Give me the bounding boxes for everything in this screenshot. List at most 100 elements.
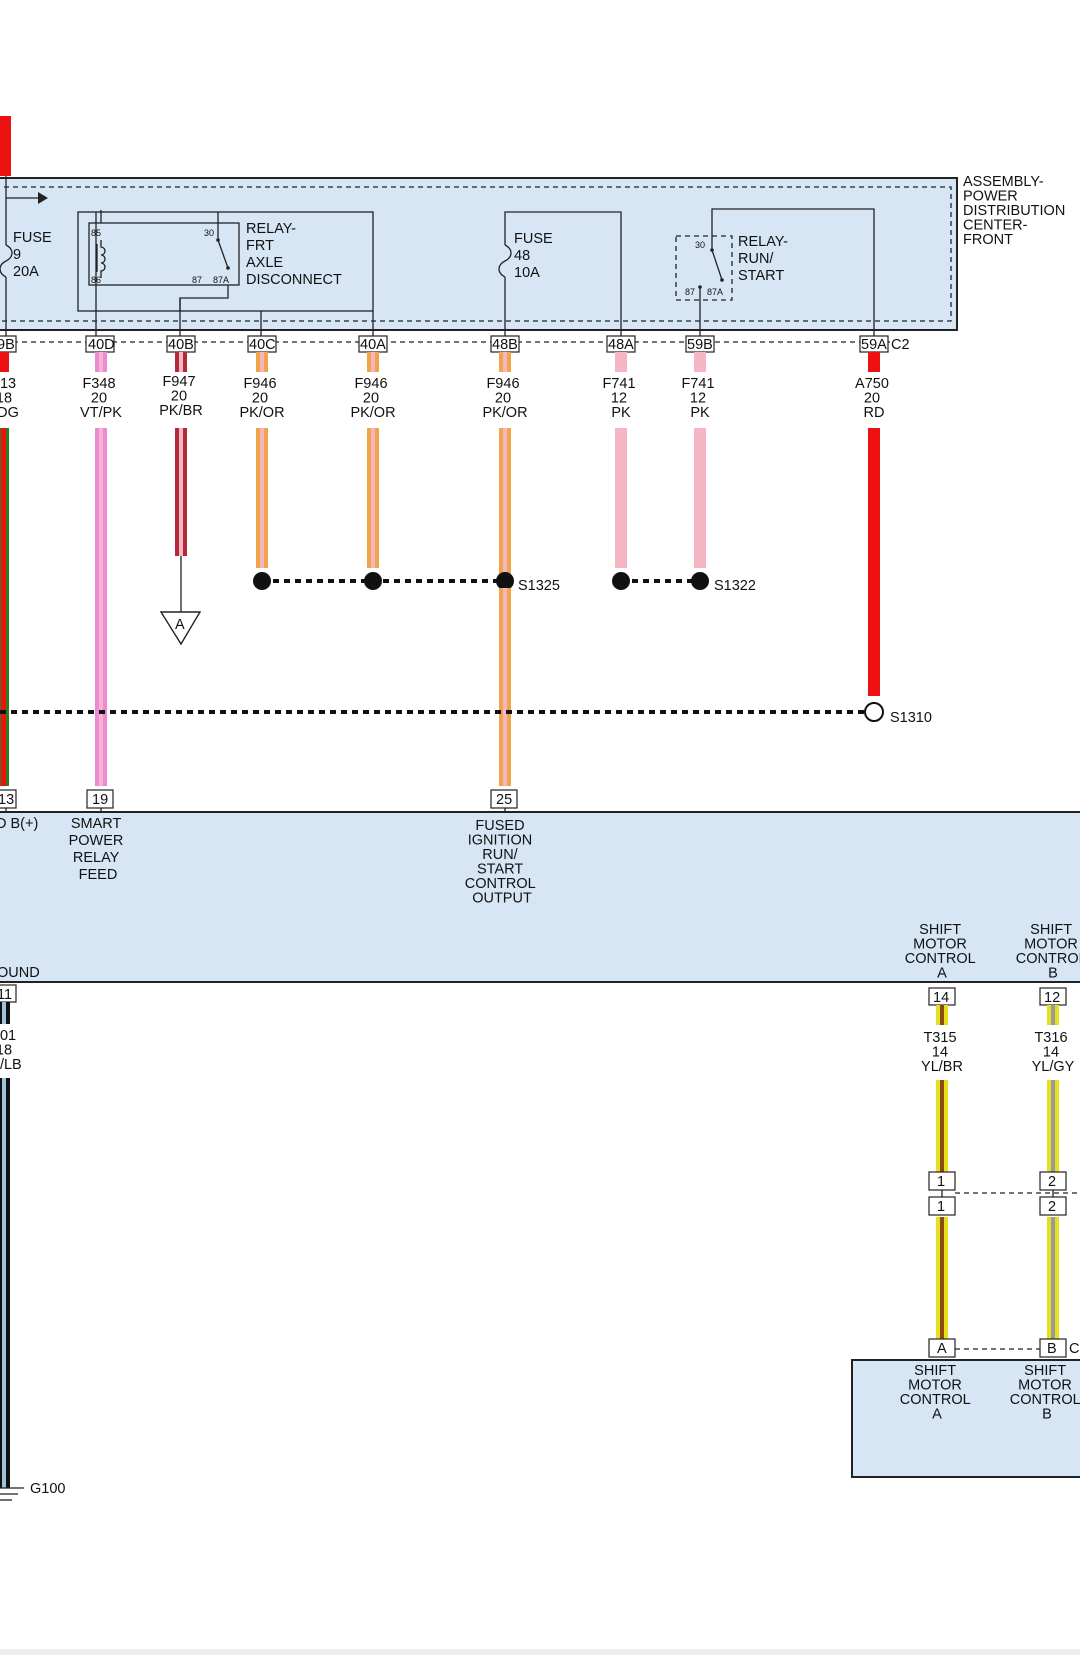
wire-t315-label: T315 14 YL/BR	[921, 1030, 963, 1075]
pin-48a: 48A	[608, 337, 634, 353]
wire-48a-label: F741 12 PK	[602, 376, 639, 421]
wire-ground-label: 901 18 K/LB	[0, 1028, 22, 1073]
pin-48b: 48B	[492, 337, 518, 353]
feed-bus-red	[0, 116, 11, 176]
fuse-48: FUSE 48 10A	[498, 211, 622, 338]
pin-40d: 40D	[88, 337, 115, 353]
splice-node-48a	[612, 572, 630, 590]
shift-motor-body	[851, 1359, 1080, 1478]
pin-9b: 9B	[0, 337, 15, 353]
wire-59b	[694, 428, 706, 568]
relay-frt-axle-disconnect: 85 86 30 87 87A RELAY- FRT AXLE DISCONNE…	[77, 210, 374, 338]
offpage-connector-a-icon	[159, 611, 202, 646]
relay-run-label: RELAY- RUN/ START	[738, 234, 792, 284]
inline-connector: 1 1 2 2	[928, 1171, 1080, 1216]
relay-run-switch-arm	[711, 249, 723, 281]
module-pin-25: 25	[496, 792, 512, 808]
relay-axle-label: RELAY- FRT AXLE DISCONNECT	[246, 221, 342, 288]
pdc-name-text: ASSEMBLY- POWER DISTRIBUTION CENTER- FRO…	[963, 174, 1069, 248]
module-pin-14: 14	[933, 990, 949, 1006]
relay-run-case	[675, 235, 733, 301]
splice-s1325-label: S1325	[518, 578, 560, 594]
inline-pin-a-lower: 1	[937, 1199, 945, 1215]
control-module: 13 19 25 D B(+) SMART POWER RELAY FEED F…	[0, 789, 1080, 1006]
wire-59a	[868, 428, 880, 696]
splice-node-59a	[864, 702, 884, 722]
inline-pin-b-lower: 2	[1048, 1199, 1056, 1215]
wire-59b-label: F741 12 PK	[681, 376, 718, 421]
wire-48a-top	[615, 352, 627, 372]
wires: 913 18 /DG F348 20 VT/PK F947 20 PK/BR F…	[0, 352, 932, 786]
pin-59b: 59B	[687, 337, 713, 353]
wire-59b-top	[694, 352, 706, 372]
pdc-inner-outline	[0, 186, 952, 322]
module-pin-12: 12	[1044, 990, 1060, 1006]
module-b-plus-label: D B(+)	[0, 816, 38, 832]
relay-run-start: 30 87 87A RELAY- RUN/ START	[675, 208, 875, 338]
relay-axle-pin-87: 87	[192, 275, 202, 285]
wire-40d-label: F348 20 VT/PK	[80, 376, 122, 421]
pdc-pins: 9B 40D 40B 40C 40A 48B 48A 59B 59A	[0, 335, 889, 353]
bottom-scroll-edge	[0, 1649, 1080, 1655]
ground-g100-icon	[0, 1487, 24, 1501]
wire-9b-top	[0, 352, 9, 372]
module-ground-label: OUND	[0, 965, 40, 981]
fuse-9: FUSE 9 20A	[0, 198, 56, 338]
splice-s1310-label: S1310	[890, 710, 932, 726]
motor-shift-a-label: SHIFT MOTOR CONTROL A	[900, 1363, 974, 1423]
arrow-head-icon	[38, 192, 48, 204]
relay-axle-switch-arm	[217, 239, 229, 269]
relay-axle-pin-87a: 87A	[213, 275, 229, 285]
module-shift-b-label: SHIFT MOTOR CONTROL B	[1016, 922, 1080, 982]
splice-node-40a	[364, 572, 382, 590]
pin-40a: 40A	[360, 337, 386, 353]
wire-48b-label: F946 20 PK/OR	[482, 376, 527, 421]
relay-axle-coil-icon	[100, 240, 106, 278]
relay-axle-case	[88, 222, 240, 286]
wire-59a-top	[868, 352, 880, 372]
fuse-48-symbol-icon	[498, 244, 512, 278]
pin-40b: 40B	[168, 337, 194, 353]
module-fused-ignition-label: FUSED IGNITION RUN/ START CONTROL OUTPUT	[465, 818, 539, 907]
power-distribution-center: ASSEMBLY- POWER DISTRIBUTION CENTER- FRO…	[0, 116, 1069, 353]
motor-connector-label: C	[1069, 1341, 1079, 1357]
wire-t316-label: T316 14 YL/GY	[1032, 1030, 1075, 1075]
module-pin-19: 19	[92, 792, 108, 808]
module-pin-13: 13	[0, 792, 14, 808]
module-pin-11: 11	[0, 987, 12, 1003]
module-body	[0, 811, 1080, 983]
wire-48a	[615, 428, 627, 568]
module-smart-power-label: SMART POWER RELAY FEED	[69, 816, 128, 883]
pdc-connector-label: C2	[891, 337, 910, 353]
shift-motor: SHIFT MOTOR CONTROL A SHIFT MOTOR CONTRO…	[851, 1359, 1080, 1478]
relay-run-pin-87: 87	[685, 287, 695, 297]
offpage-connector-a-label: A	[175, 617, 185, 633]
wire-40b-label: F947 20 PK/BR	[159, 374, 203, 419]
lower-wires: 901 18 K/LB G100 T315 14 YL/BR T3	[0, 1002, 1080, 1501]
motor-pin-a: A	[937, 1341, 947, 1357]
ground-g100-label: G100	[30, 1481, 65, 1497]
splice-node-40c	[253, 572, 271, 590]
relay-axle-pin-30: 30	[204, 228, 214, 238]
relay-run-pin-87a: 87A	[707, 287, 723, 297]
splice-node-59b	[691, 572, 709, 590]
pin-59a: 59A	[861, 337, 887, 353]
splice-s1322-label: S1322	[714, 578, 756, 594]
fuse-9-label: FUSE 9 20A	[13, 230, 56, 280]
module-shift-a-label: SHIFT MOTOR CONTROL A	[905, 922, 979, 982]
pdc-body	[0, 177, 958, 331]
fuse-48-label: FUSE 48 10A	[514, 231, 557, 281]
wire-59a-label: A750 20 RD	[855, 376, 893, 421]
inline-pin-b-upper: 2	[1048, 1174, 1056, 1190]
fuse-9-symbol-icon	[0, 244, 13, 278]
motor-pin-b: B	[1047, 1341, 1057, 1357]
wire-40a-label: F946 20 PK/OR	[350, 376, 395, 421]
relay-run-pin-30: 30	[695, 240, 705, 250]
inline-pin-a-upper: 1	[937, 1174, 945, 1190]
wire-40c-label: F946 20 PK/OR	[239, 376, 284, 421]
motor-shift-b-label: SHIFT MOTOR CONTROL B	[1010, 1363, 1080, 1423]
splice-node-48b	[496, 572, 514, 590]
pin-40c: 40C	[249, 337, 276, 353]
wire-9b-label: 913 18 /DG	[0, 376, 20, 421]
